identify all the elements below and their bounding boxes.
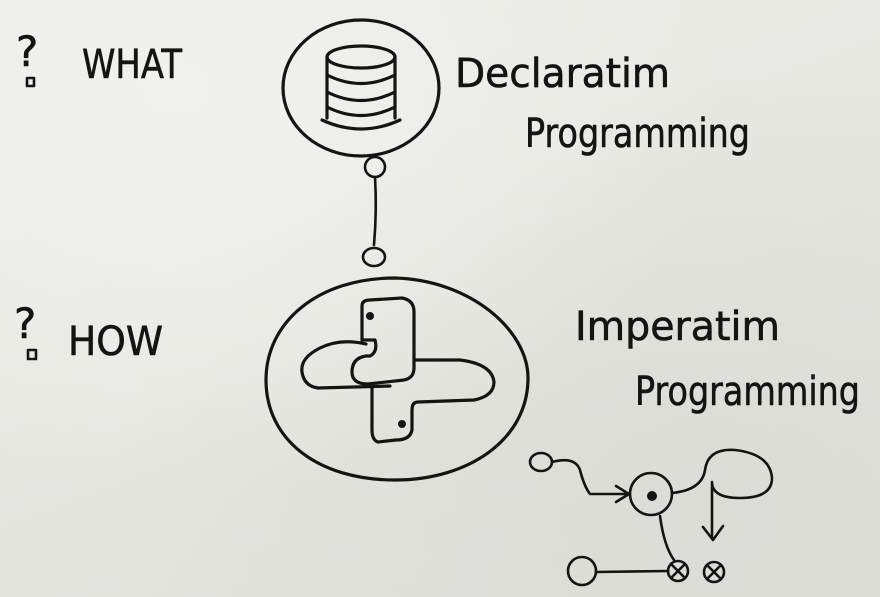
- how-label: HOW: [68, 319, 163, 365]
- state-flow-icon: [528, 448, 774, 587]
- bottom-circle: [264, 276, 530, 482]
- what-label: WHAT: [82, 42, 182, 88]
- declarative-caption-line2: Programming: [525, 111, 750, 157]
- how-question-mark: ?: [14, 299, 38, 361]
- database-icon: [320, 44, 402, 131]
- imperative-caption-line2: Programming: [635, 369, 860, 415]
- svg-text:?: ?: [16, 27, 38, 76]
- top-circle: [281, 18, 441, 158]
- connector-line: [361, 155, 387, 268]
- python-logo-icon: [300, 296, 496, 444]
- svg-text:?: ?: [14, 299, 36, 348]
- imperative-caption-line1: Imperatim: [575, 304, 780, 350]
- declarative-caption-line1: Declaratim: [455, 51, 670, 97]
- what-question-mark: ?: [16, 27, 39, 88]
